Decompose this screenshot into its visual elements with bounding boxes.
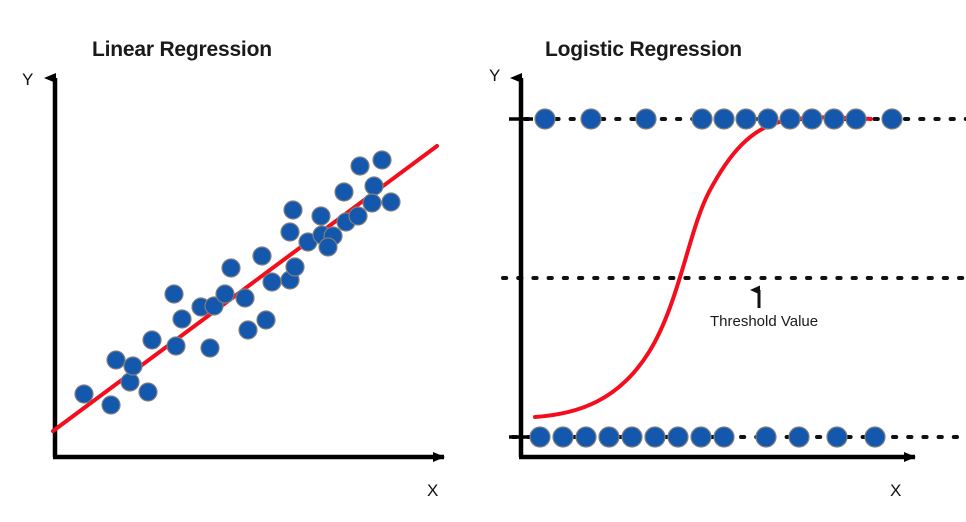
data-point — [238, 320, 258, 340]
data-point — [364, 176, 384, 196]
threshold-value-annotation: Threshold Value — [710, 313, 819, 330]
data-point — [200, 338, 220, 358]
logistic-regression-plot — [501, 73, 966, 462]
data-point — [172, 309, 192, 329]
data-point — [757, 108, 779, 130]
data-point — [690, 426, 712, 448]
data-point — [691, 108, 713, 130]
data-point — [845, 108, 867, 130]
data-point — [350, 156, 370, 176]
data-point — [138, 382, 158, 402]
data-point — [755, 426, 777, 448]
data-point — [713, 426, 735, 448]
panel-logistic-regression: Logistic Regression Y X Threshold Value — [483, 0, 966, 522]
page-title-logistic-regression: Logistic Regression — [545, 38, 742, 61]
data-point — [256, 310, 276, 330]
data-point — [215, 284, 235, 304]
data-point — [864, 426, 886, 448]
data-point — [801, 108, 823, 130]
data-point — [644, 426, 666, 448]
data-point — [235, 288, 255, 308]
data-point — [713, 108, 735, 130]
data-point — [311, 206, 331, 226]
data-point — [252, 246, 272, 266]
data-point — [262, 272, 282, 292]
data-point — [529, 426, 551, 448]
data-point — [823, 108, 845, 130]
data-point — [204, 296, 224, 316]
data-point — [348, 206, 368, 226]
data-point — [788, 426, 810, 448]
data-point — [221, 258, 241, 278]
data-point — [381, 192, 401, 212]
x-axis-label-logistic: X — [890, 481, 902, 500]
data-point — [598, 426, 620, 448]
data-point — [826, 426, 848, 448]
data-point — [318, 237, 338, 257]
data-point — [123, 356, 143, 376]
logistic-sigmoid-curve — [533, 115, 873, 419]
data-point — [120, 372, 140, 392]
data-point — [280, 222, 300, 242]
data-point — [372, 150, 392, 170]
linear-regression-plot — [44, 73, 445, 462]
panel-linear-regression: Linear Regression Y X — [22, 38, 445, 500]
data-point — [334, 182, 354, 202]
data-point — [881, 108, 903, 130]
page-title-linear-regression: Linear Regression — [92, 38, 272, 61]
data-point — [779, 108, 801, 130]
data-point — [164, 284, 184, 304]
data-point — [534, 108, 556, 130]
data-point — [142, 330, 162, 350]
y-axis-label-linear: Y — [22, 70, 34, 89]
data-point — [580, 108, 602, 130]
data-point — [735, 108, 757, 130]
data-point — [575, 426, 597, 448]
class-1-points — [534, 108, 903, 130]
data-point — [362, 193, 382, 213]
scatter-points-linear — [74, 150, 401, 415]
class-0-points — [529, 426, 886, 448]
data-point — [166, 336, 186, 356]
x-axis-label-linear: X — [427, 481, 439, 500]
y-axis-label-logistic: Y — [489, 66, 501, 85]
data-point — [74, 384, 94, 404]
data-point — [552, 426, 574, 448]
data-point — [283, 200, 303, 220]
data-point — [285, 257, 305, 277]
data-point — [101, 395, 121, 415]
data-point — [667, 426, 689, 448]
data-point — [635, 108, 657, 130]
data-point — [106, 350, 126, 370]
data-point — [621, 426, 643, 448]
